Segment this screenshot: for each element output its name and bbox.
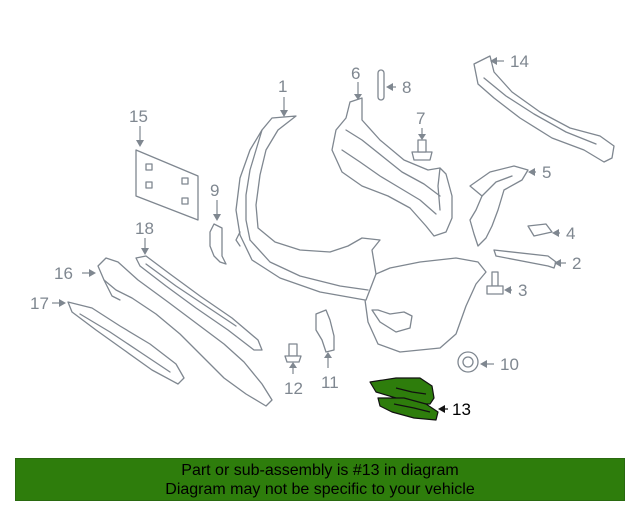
svg-text:18: 18	[135, 219, 154, 238]
svg-text:8: 8	[402, 78, 411, 97]
part-9-cover: 9	[209, 181, 227, 265]
part-16-lower-spoiler: 16	[54, 257, 273, 407]
part-6-upper-support: 6	[331, 64, 453, 237]
info-banner: Part or sub-assembly is #13 in diagram D…	[15, 458, 625, 501]
svg-text:10: 10	[500, 355, 519, 374]
part-18-trim-strip: 18	[135, 219, 263, 351]
svg-text:17: 17	[30, 294, 49, 313]
part-1-bumper-cover	[235, 115, 487, 353]
svg-text:9: 9	[210, 181, 219, 200]
banner-line-2: Diagram may not be specific to your vehi…	[165, 480, 475, 498]
part-8-pin: 8	[377, 69, 411, 101]
part-13-highlighted: 13	[369, 377, 471, 421]
svg-text:3: 3	[518, 281, 527, 300]
svg-text:12: 12	[284, 379, 303, 398]
svg-text:14: 14	[510, 52, 529, 71]
part-17-lower-trim: 17	[30, 294, 185, 385]
callout-1: 1	[278, 77, 288, 117]
svg-text:2: 2	[572, 254, 581, 273]
part-14-absorber: 14	[473, 52, 615, 163]
part-4-clip: 4	[527, 223, 575, 243]
svg-text:13: 13	[452, 400, 471, 419]
part-11-bracket: 11	[315, 309, 339, 392]
part-15-plate-bracket: 15	[129, 107, 199, 221]
svg-text:4: 4	[566, 224, 575, 243]
banner-line-1: Part or sub-assembly is #13 in diagram	[181, 461, 459, 479]
part-12-clip: 12	[284, 343, 303, 398]
part-5-bracket: 5	[469, 163, 551, 247]
svg-text:6: 6	[351, 64, 360, 83]
part-2-trim-strip: 2	[493, 249, 581, 273]
svg-text:7: 7	[416, 109, 425, 128]
parts-diagram: 1 2 3 4 5 6	[30, 52, 615, 421]
part-10-sensor: 10	[457, 351, 519, 374]
svg-text:11: 11	[321, 373, 339, 392]
svg-text:5: 5	[542, 163, 551, 182]
svg-text:16: 16	[54, 264, 73, 283]
svg-text:1: 1	[278, 77, 287, 96]
part-3-bolt: 3	[486, 271, 527, 300]
svg-text:15: 15	[129, 107, 148, 126]
part-7-clip: 7	[411, 109, 433, 161]
